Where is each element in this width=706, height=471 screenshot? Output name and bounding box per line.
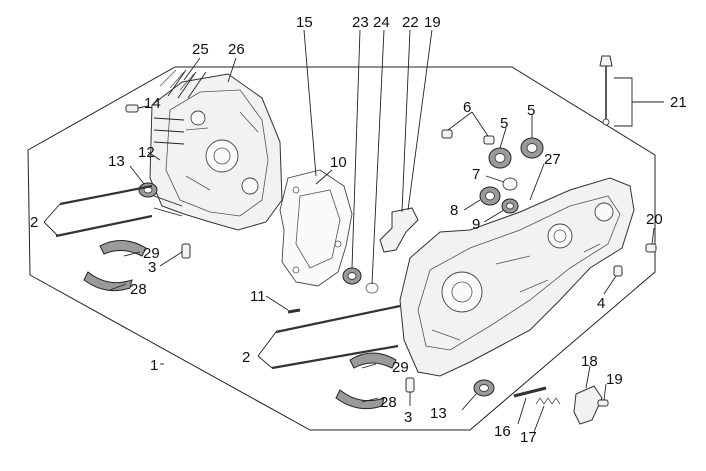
dowel-3-center	[405, 377, 415, 393]
label-18: 18	[581, 353, 598, 370]
bearing-5-right	[520, 137, 544, 159]
studs-2-left	[55, 184, 153, 238]
label-1: 1	[150, 357, 158, 374]
label-28-center: 28	[380, 394, 397, 411]
studs-14-12	[153, 117, 185, 217]
half-bearings-center	[335, 352, 397, 410]
label-14: 14	[144, 95, 161, 112]
seal-9	[501, 198, 519, 214]
label-12: 12	[138, 144, 155, 161]
ring-7	[502, 177, 518, 191]
label-3-center: 3	[404, 409, 412, 426]
label-21: 21	[670, 94, 687, 111]
label-29-center: 29	[392, 359, 409, 376]
label-23: 23	[352, 14, 369, 31]
left-crankcase-half	[149, 69, 283, 231]
gasket-10	[279, 169, 353, 287]
label-2-center: 2	[242, 349, 250, 366]
dipstick-21	[599, 55, 613, 126]
dowel-6-a	[441, 129, 453, 139]
dowel-4	[613, 265, 623, 277]
assembly-outline	[27, 66, 656, 431]
label-4: 4	[597, 295, 605, 312]
leader-lines	[43, 29, 655, 433]
bracket-21	[614, 77, 664, 127]
label-13-left: 13	[108, 153, 125, 170]
bush-13-center	[473, 379, 495, 397]
label-20: 20	[646, 211, 663, 228]
screw-19	[597, 399, 609, 407]
bracket-18	[573, 385, 603, 425]
label-5-left: 5	[500, 115, 508, 132]
bush-13-left	[138, 182, 158, 198]
label-3-left: 3	[148, 259, 156, 276]
o-ring-24	[365, 282, 379, 294]
bearing-8	[479, 186, 501, 206]
label-8: 8	[450, 202, 458, 219]
pin-11	[287, 308, 301, 314]
pin-14	[125, 104, 139, 113]
label-13-center: 13	[430, 405, 447, 422]
label-10: 10	[330, 154, 347, 171]
label-25: 25	[192, 41, 209, 58]
label-19-bottom: 19	[606, 371, 623, 388]
label-5-right: 5	[527, 102, 535, 119]
label-17: 17	[520, 429, 537, 446]
label-9: 9	[472, 216, 480, 233]
label-22: 22	[402, 14, 419, 31]
callout-labels: 1 2 2 3 3 4 5 5 6 7 8 9 10 11 12 13 13 1…	[30, 14, 687, 446]
pin-16	[513, 386, 547, 398]
label-19-top: 19	[424, 14, 441, 31]
bearing-5-left	[488, 147, 512, 169]
spring-17	[535, 397, 561, 405]
label-2-left: 2	[30, 214, 38, 231]
label-26: 26	[228, 41, 245, 58]
seal-23	[342, 267, 362, 285]
label-11: 11	[250, 288, 266, 305]
studs-2-center	[271, 304, 401, 370]
label-16: 16	[494, 423, 511, 440]
studs-25	[167, 69, 207, 99]
label-7: 7	[472, 166, 480, 183]
label-29-left: 29	[143, 245, 160, 262]
label-28-left: 28	[130, 281, 147, 298]
label-27: 27	[544, 151, 561, 168]
label-15: 15	[296, 14, 313, 31]
label-24: 24	[373, 14, 390, 31]
dowel-6-b	[483, 135, 495, 145]
right-crankcase-half	[399, 177, 635, 377]
screw-20	[645, 243, 657, 253]
label-6: 6	[463, 99, 471, 116]
dowel-3-left	[181, 243, 191, 259]
bracket-22	[379, 207, 419, 253]
